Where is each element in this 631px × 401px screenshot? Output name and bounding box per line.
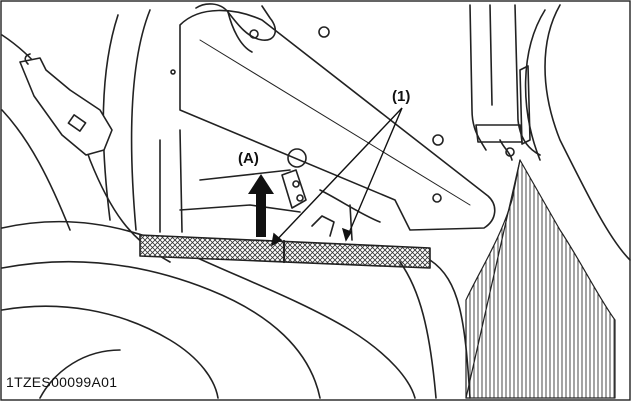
floor-mat (465, 159, 616, 399)
callout-leaders (271, 107, 403, 247)
round-knob (287, 148, 307, 168)
cushion-outline (1, 220, 416, 399)
callout-label-a: (A) (238, 150, 259, 167)
callout-label-1: (1) (392, 88, 411, 105)
figure-id: 1TZES00099A01 (6, 374, 118, 390)
side-panel (179, 9, 496, 231)
seat-belt-clip (19, 57, 113, 156)
direction-arrow (248, 174, 274, 237)
